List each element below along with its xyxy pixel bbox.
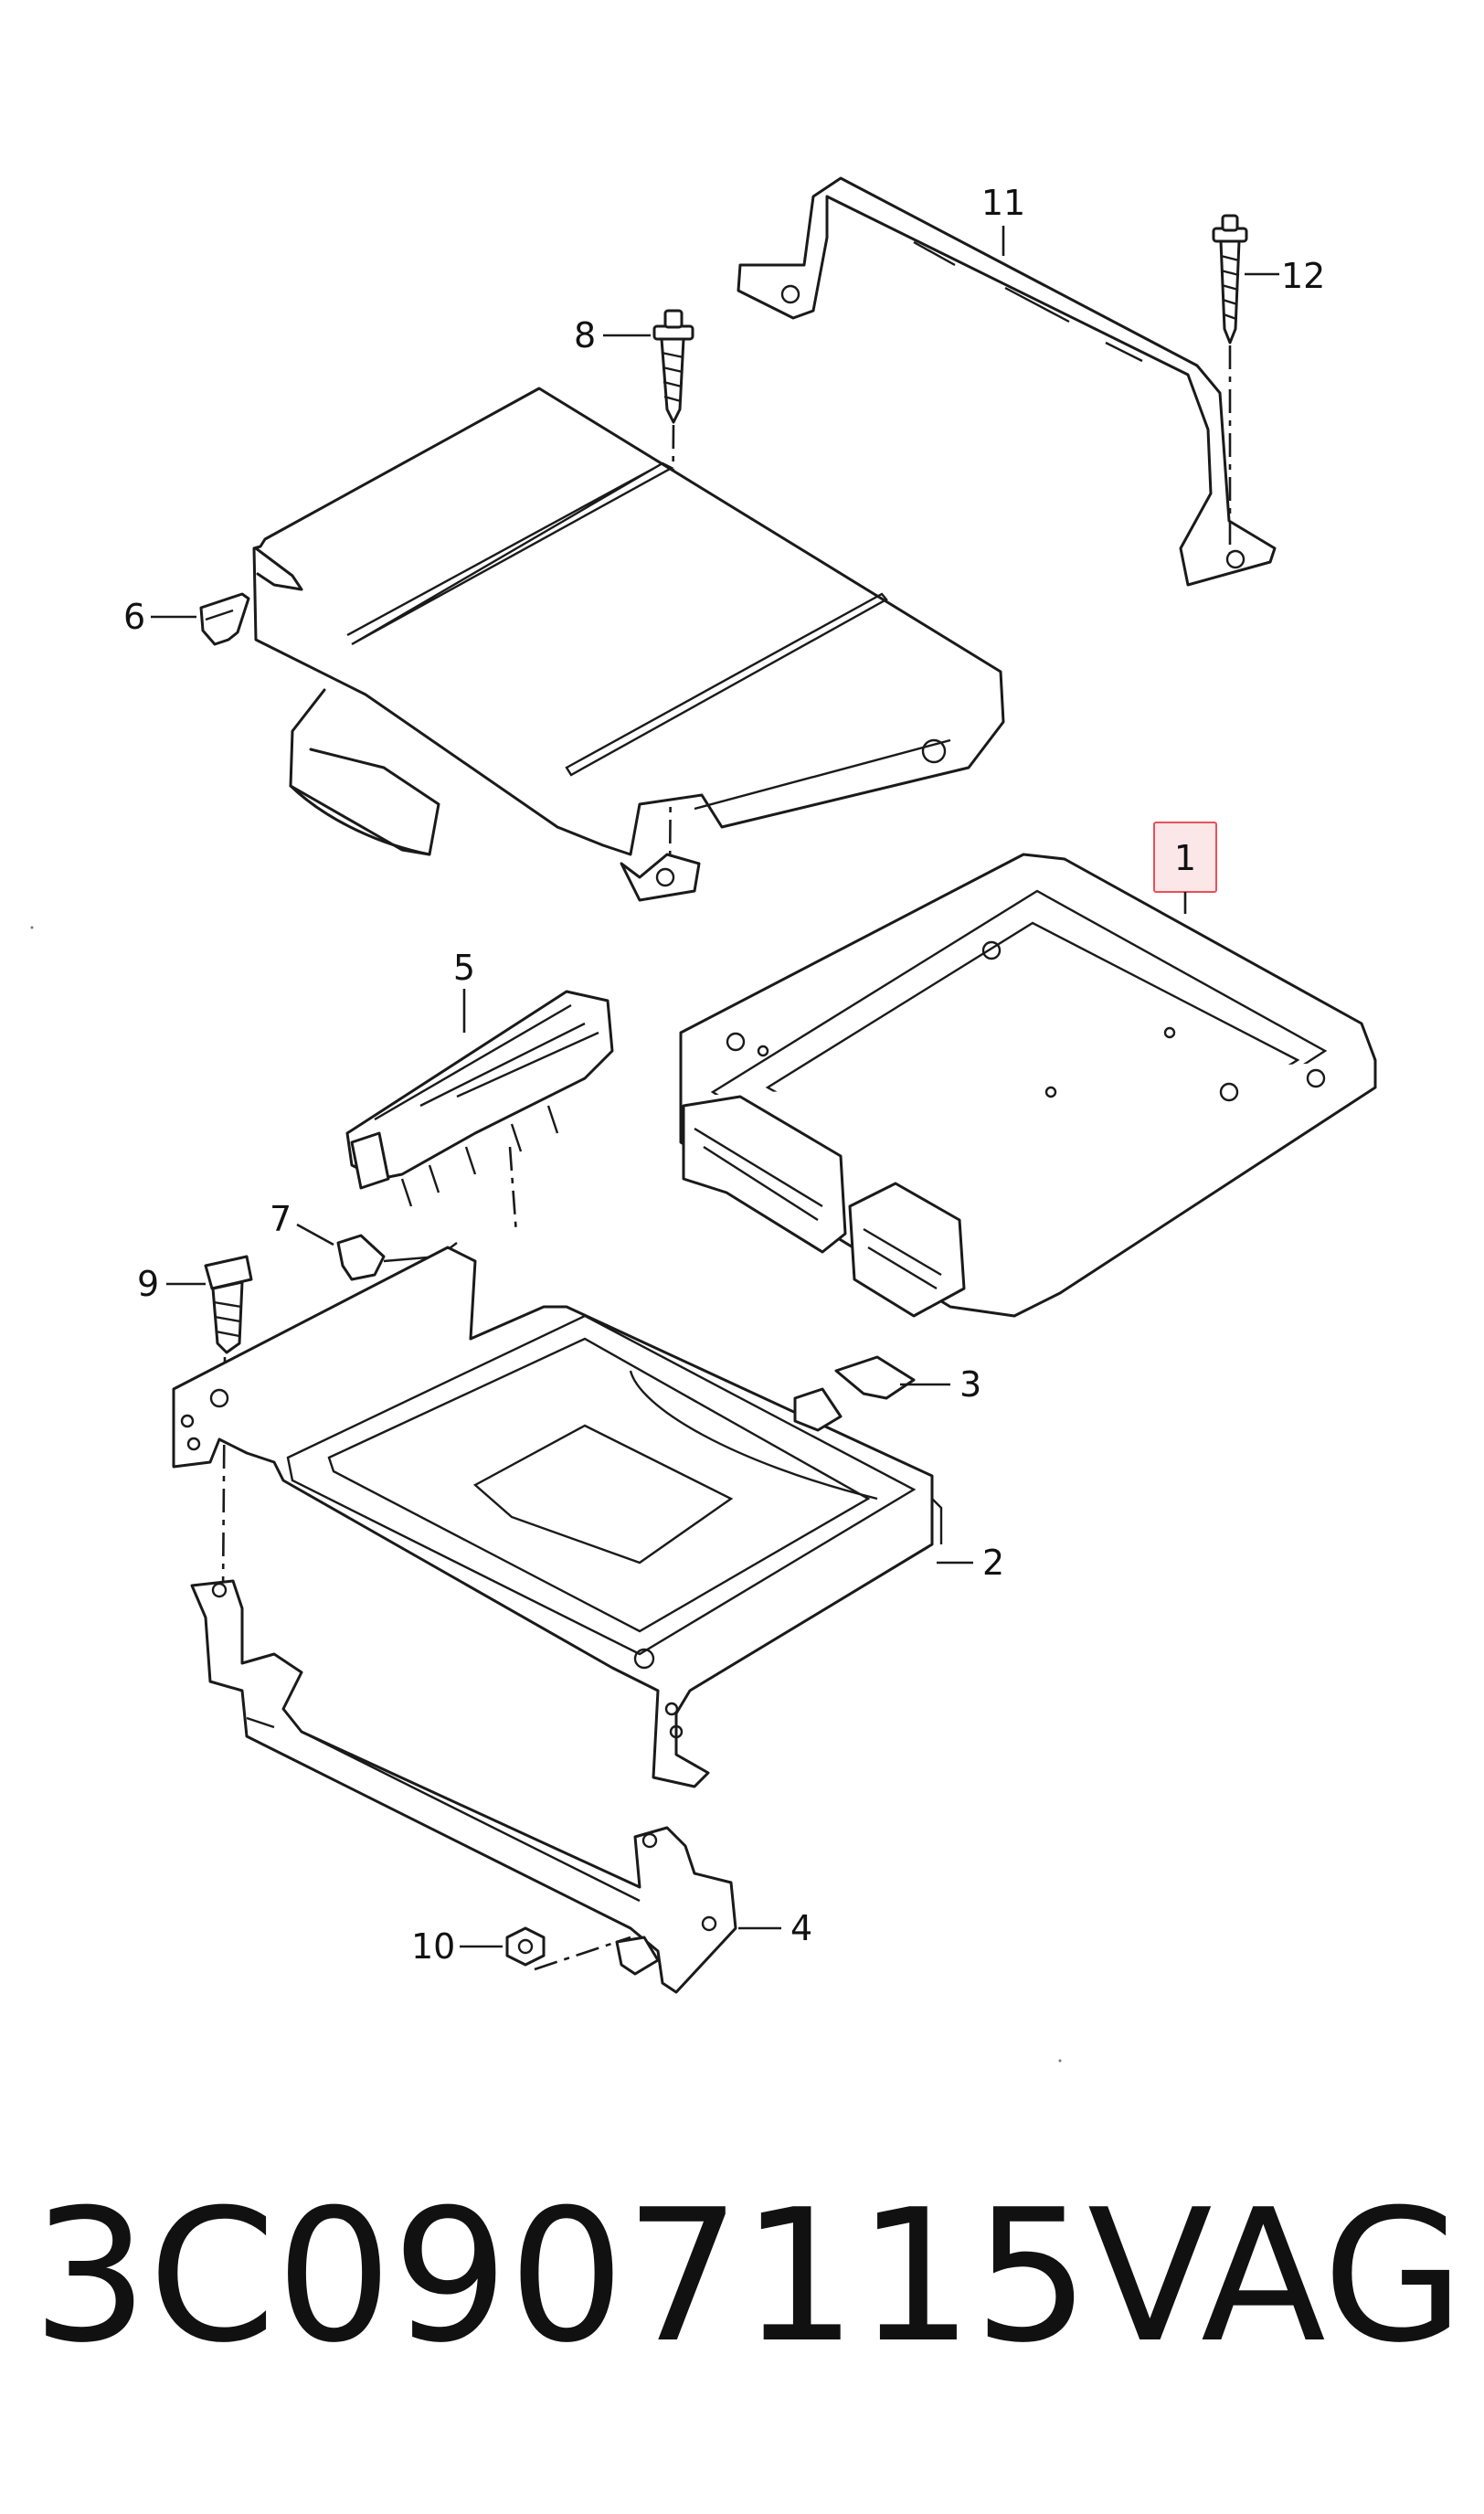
control-unit-part-1 [679,853,1377,1318]
bolt-part-9 [204,1255,253,1354]
speck [30,926,34,929]
callout-5: 5 [453,948,475,1033]
svg-text:3: 3 [959,1364,981,1405]
tray-part-2 [172,1246,943,1788]
pad-part-3 [834,1355,916,1400]
svg-text:10: 10 [411,1926,455,1967]
callout-4: 4 [738,1908,812,1948]
callout-11: 11 [981,183,1025,256]
svg-text:12: 12 [1281,256,1325,296]
callout-6: 6 [123,597,196,637]
bracket-part-11 [737,176,1277,587]
svg-text:6: 6 [123,597,145,637]
connector-part-5 [345,990,614,1207]
callout-12: 12 [1245,256,1325,296]
svg-text:4: 4 [790,1908,812,1948]
part-number-text: 3C0907115 [32,2170,1090,2383]
screw-part-12 [1212,214,1248,345]
nut-part-10 [505,1926,546,1967]
callout-10: 10 [411,1926,503,1967]
svg-text:1: 1 [1174,838,1196,878]
callout-8: 8 [574,315,651,355]
svg-text:9: 9 [137,1264,159,1304]
svg-text:11: 11 [981,183,1025,223]
bracket-part-4 [190,1579,737,1994]
svg-text:7: 7 [270,1199,292,1239]
speck [1058,2059,1062,2063]
svg-text:5: 5 [453,948,475,988]
callout-7: 7 [270,1199,334,1246]
clip-part-6 [199,592,250,646]
callout-1: 1 [1153,822,1217,914]
brand-text: VAG [1087,2170,1464,2383]
svg-text:2: 2 [982,1543,1004,1583]
cover-plate [252,387,1005,902]
svg-text:8: 8 [574,315,596,355]
callout-3: 3 [900,1364,981,1405]
screw-part-8 [652,309,694,424]
callout-9: 9 [137,1264,206,1304]
callout-2: 2 [937,1543,1004,1583]
